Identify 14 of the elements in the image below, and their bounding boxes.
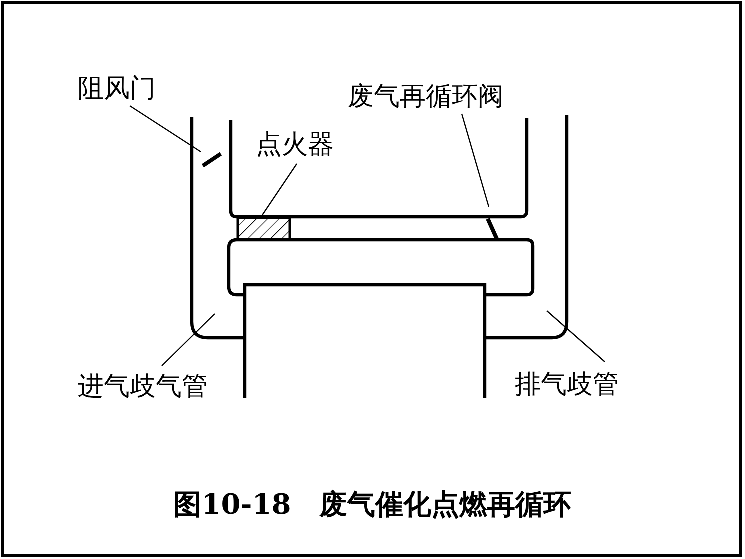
part-label: 废气再循环阀	[348, 82, 504, 112]
part-label: 进气歧气管	[78, 372, 208, 402]
part-label: 点火器	[256, 130, 334, 160]
leader-line	[546, 310, 606, 362]
valve-flap	[486, 218, 499, 240]
figure-caption: 图10-18 废气催化点燃再循环	[172, 487, 572, 523]
part-label: 排气歧管	[515, 370, 619, 400]
igniter-block	[236, 216, 292, 242]
leader-line	[162, 314, 216, 366]
part-label: 阻风门	[78, 74, 156, 104]
choke-flap	[202, 152, 222, 168]
leader-line	[130, 106, 202, 152]
leader-line	[461, 114, 490, 208]
leader-line	[262, 164, 298, 216]
